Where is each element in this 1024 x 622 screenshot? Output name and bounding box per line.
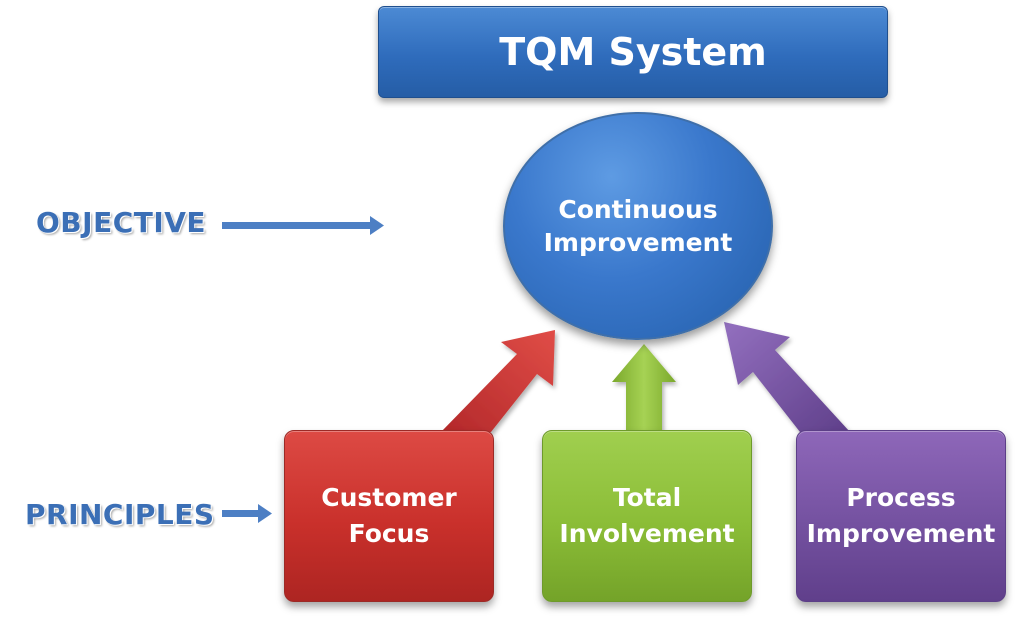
title-box: TQM System <box>378 6 888 98</box>
customer-focus-arrow <box>441 330 555 432</box>
principle-box-total-involvement: Total Involvement <box>542 430 752 602</box>
principle-box-process-improvement: Process Improvement <box>796 430 1006 602</box>
principle-line-1: Total <box>612 483 682 512</box>
principle-line-2: Focus <box>348 519 430 548</box>
principles-side-label: PRINCIPLES <box>25 498 215 531</box>
objective-circle: Continuous Improvement <box>503 112 773 340</box>
process-improvement-arrow <box>724 322 850 432</box>
total-involvement-arrow <box>612 344 676 432</box>
principle-line-1: Process <box>846 483 956 512</box>
objective-line-1: Continuous <box>558 195 718 224</box>
principle-box-customer-focus: Customer Focus <box>284 430 494 602</box>
principle-line-2: Improvement <box>806 519 996 548</box>
principle-line-2: Involvement <box>559 519 735 548</box>
objective-line-2: Improvement <box>543 228 733 257</box>
diagram-title: TQM System <box>499 30 767 74</box>
principle-line-1: Customer <box>321 483 457 512</box>
objective-side-label: OBJECTIVE <box>36 206 207 239</box>
objective-pointer-arrow <box>222 216 384 235</box>
principles-pointer-arrow <box>222 504 272 523</box>
